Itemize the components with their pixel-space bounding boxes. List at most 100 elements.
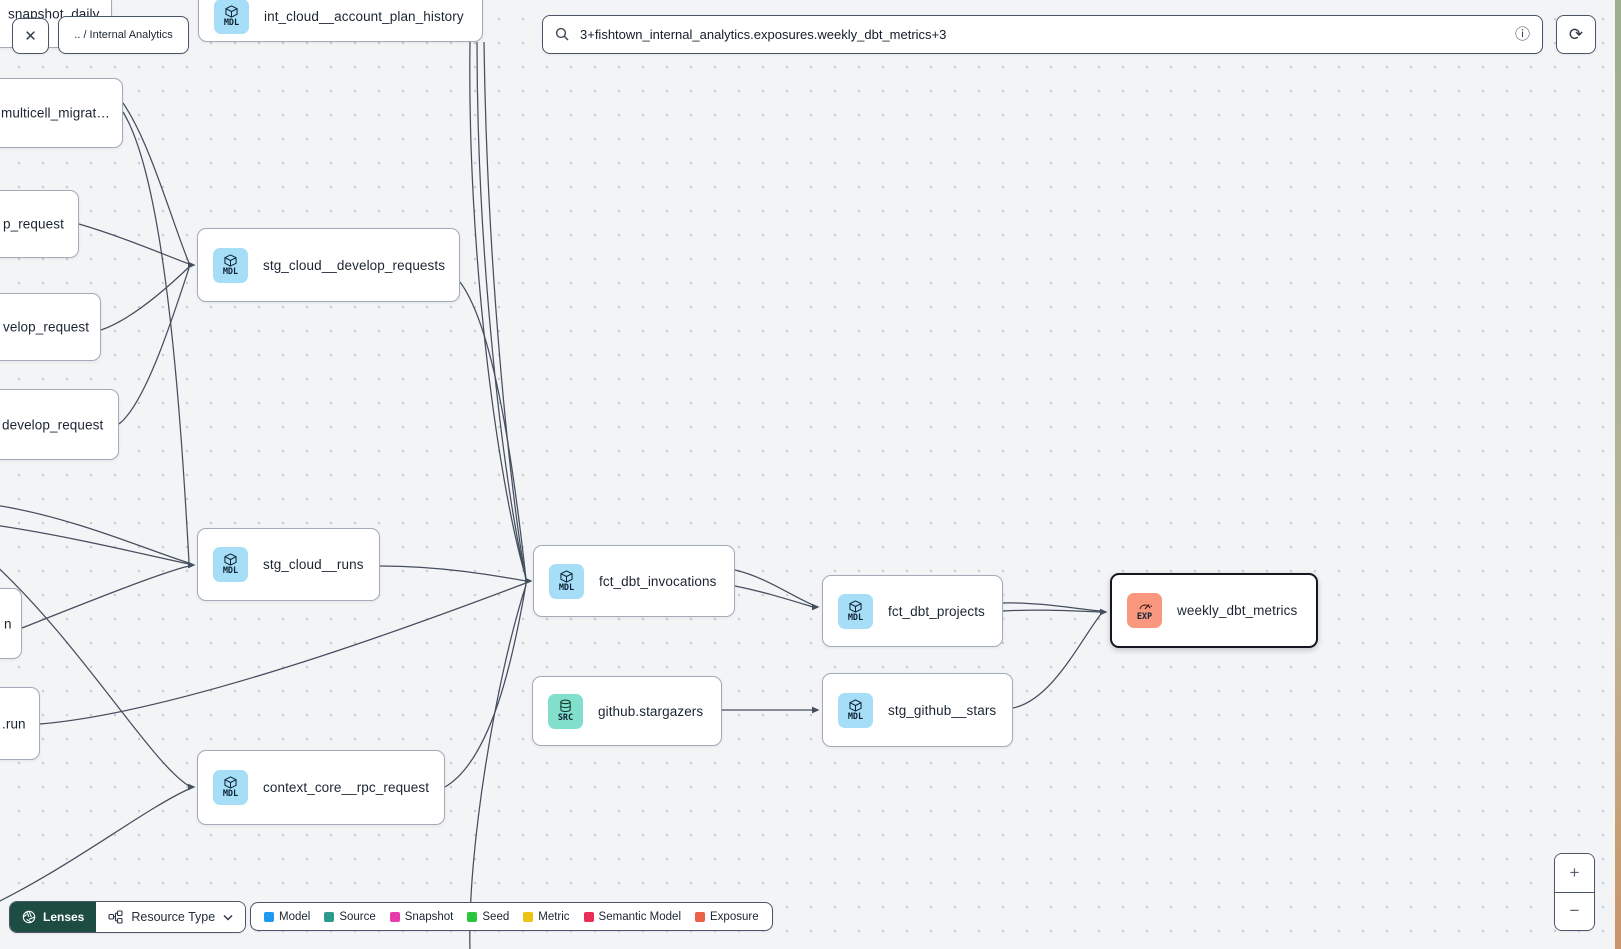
chevron-down-icon (223, 914, 233, 920)
graph-node-fct-dbt-invocations[interactable]: MDL fct_dbt_invocations (533, 545, 735, 617)
graph-node-run[interactable]: .run (0, 687, 40, 760)
legend-item-seed: Seed (467, 911, 509, 923)
node-label: .run (2, 716, 26, 731)
cube-icon (224, 254, 237, 267)
node-label: context_core__rpc_request (263, 780, 430, 795)
legend-swatch (324, 911, 335, 922)
node-label: stg_github__stars (888, 702, 997, 718)
legend-item-model: Model (264, 911, 310, 923)
badge-label: EXP (1136, 611, 1153, 622)
legend-swatch (583, 911, 594, 922)
legend-swatch (467, 911, 478, 922)
graph-node-stg-cloud-develop-requests[interactable]: MDL stg_cloud__develop_requests (197, 228, 460, 302)
info-icon[interactable]: ⓘ (1514, 26, 1530, 43)
search-icon (555, 27, 569, 43)
node-label: multicell_migrat… (1, 105, 110, 121)
graph-node-p-request[interactable]: p_request (0, 190, 79, 258)
graph-node-int-cloud-account-plan-history[interactable]: MDL int_cloud__account_plan_history (198, 0, 483, 42)
screen-edge-strip (1615, 0, 1621, 949)
resource-type-dropdown[interactable]: Resource Type (96, 902, 246, 932)
legend-swatch (264, 911, 274, 922)
search-input[interactable] (578, 26, 1506, 43)
zoom-in-button[interactable]: + (1555, 854, 1594, 893)
lenses-toolbar: Lenses Resource Type (9, 901, 247, 933)
graph-node-weekly-dbt-metrics[interactable]: EXP weekly_dbt_metrics (1110, 573, 1318, 648)
lenses-label: Lenses (43, 910, 85, 924)
badge-label: MDL (223, 17, 240, 28)
close-button[interactable]: ✕ (12, 18, 49, 54)
cube-icon (560, 570, 573, 583)
node-label: develop_request (2, 417, 104, 432)
aperture-icon (22, 910, 36, 924)
node-label: n (4, 616, 12, 631)
legend-item-source: Source (324, 910, 376, 923)
model-badge: MDL (213, 770, 248, 805)
cube-icon (224, 553, 237, 566)
graph-node-stg-cloud-runs[interactable]: MDL stg_cloud__runs (197, 528, 380, 601)
legend-item-metric: Metric (523, 910, 570, 923)
source-badge: SRC (548, 693, 583, 729)
legend-label: Source (339, 910, 376, 923)
resource-type-legend: Model Source Snapshot Seed Metric Semant… (250, 902, 773, 931)
model-badge: MDL (549, 563, 584, 599)
node-label: fct_dbt_projects (888, 603, 985, 619)
cube-icon (849, 600, 862, 613)
exposure-badge: EXP (1127, 593, 1162, 628)
model-badge: MDL (214, 0, 249, 34)
graph-node-stg-github-stars[interactable]: MDL stg_github__stars (822, 673, 1013, 747)
cube-icon (225, 5, 238, 18)
legend-item-semantic-model: Semantic Model (583, 910, 682, 923)
legend-label: Seed (482, 910, 510, 923)
legend-item-exposure: Exposure (695, 911, 759, 923)
lenses-button[interactable]: Lenses (10, 902, 97, 932)
legend-label: Metric (538, 910, 570, 923)
node-label: stg_cloud__develop_requests (263, 257, 446, 273)
model-badge: MDL (213, 247, 248, 283)
legend-label: Model (279, 910, 311, 923)
graph-node-context-core-rpc-request[interactable]: MDL context_core__rpc_request (197, 750, 445, 825)
badge-label: SRC (557, 713, 574, 724)
cube-icon (849, 699, 862, 712)
hierarchy-icon (108, 910, 123, 924)
cube-icon (224, 776, 237, 789)
graph-node-develop-request[interactable]: develop_request (0, 389, 119, 460)
node-label: weekly_dbt_metrics (1177, 603, 1298, 618)
model-badge: MDL (838, 692, 873, 728)
zoom-out-button[interactable]: − (1555, 892, 1594, 930)
lineage-search-bar: ⓘ (542, 15, 1543, 54)
legend-label: Semantic Model (598, 910, 682, 923)
refresh-button[interactable]: ⟳ (1556, 15, 1596, 54)
node-label: fct_dbt_invocations (599, 573, 717, 589)
badge-label: MDL (558, 582, 575, 593)
graph-node-github-stargazers[interactable]: SRC github.stargazers (532, 676, 722, 746)
resource-type-label: Resource Type (131, 910, 216, 924)
breadcrumb[interactable]: .. / Internal Analytics (58, 16, 189, 54)
node-label: github.stargazers (598, 703, 704, 719)
graph-node-velop-request[interactable]: velop_request (0, 293, 101, 361)
legend-swatch (523, 911, 534, 922)
graph-node-fct-dbt-projects[interactable]: MDL fct_dbt_projects (822, 575, 1003, 647)
legend-swatch (695, 911, 706, 922)
graph-node-multicell-migration[interactable]: multicell_migrat… (0, 78, 123, 148)
badge-label: MDL (847, 711, 864, 722)
legend-swatch (389, 911, 400, 922)
model-badge: MDL (838, 593, 873, 629)
badge-label: MDL (222, 789, 239, 800)
badge-label: MDL (222, 266, 239, 277)
node-label: p_request (3, 216, 64, 232)
zoom-controls: + − (1554, 853, 1595, 931)
model-badge: MDL (213, 547, 248, 582)
node-label: int_cloud__account_plan_history (264, 8, 464, 24)
breadcrumb-label: .. / Internal Analytics (74, 29, 173, 41)
database-icon (560, 699, 571, 713)
badge-label: MDL (222, 566, 239, 577)
badge-label: MDL (847, 612, 864, 623)
close-icon: ✕ (24, 28, 37, 45)
node-label: velop_request (3, 319, 90, 335)
graph-node-n[interactable]: n (0, 588, 22, 659)
gauge-icon (1138, 603, 1152, 610)
legend-item-snapshot: Snapshot (389, 910, 454, 923)
legend-label: Snapshot (404, 910, 454, 923)
node-label: stg_cloud__runs (263, 557, 364, 572)
